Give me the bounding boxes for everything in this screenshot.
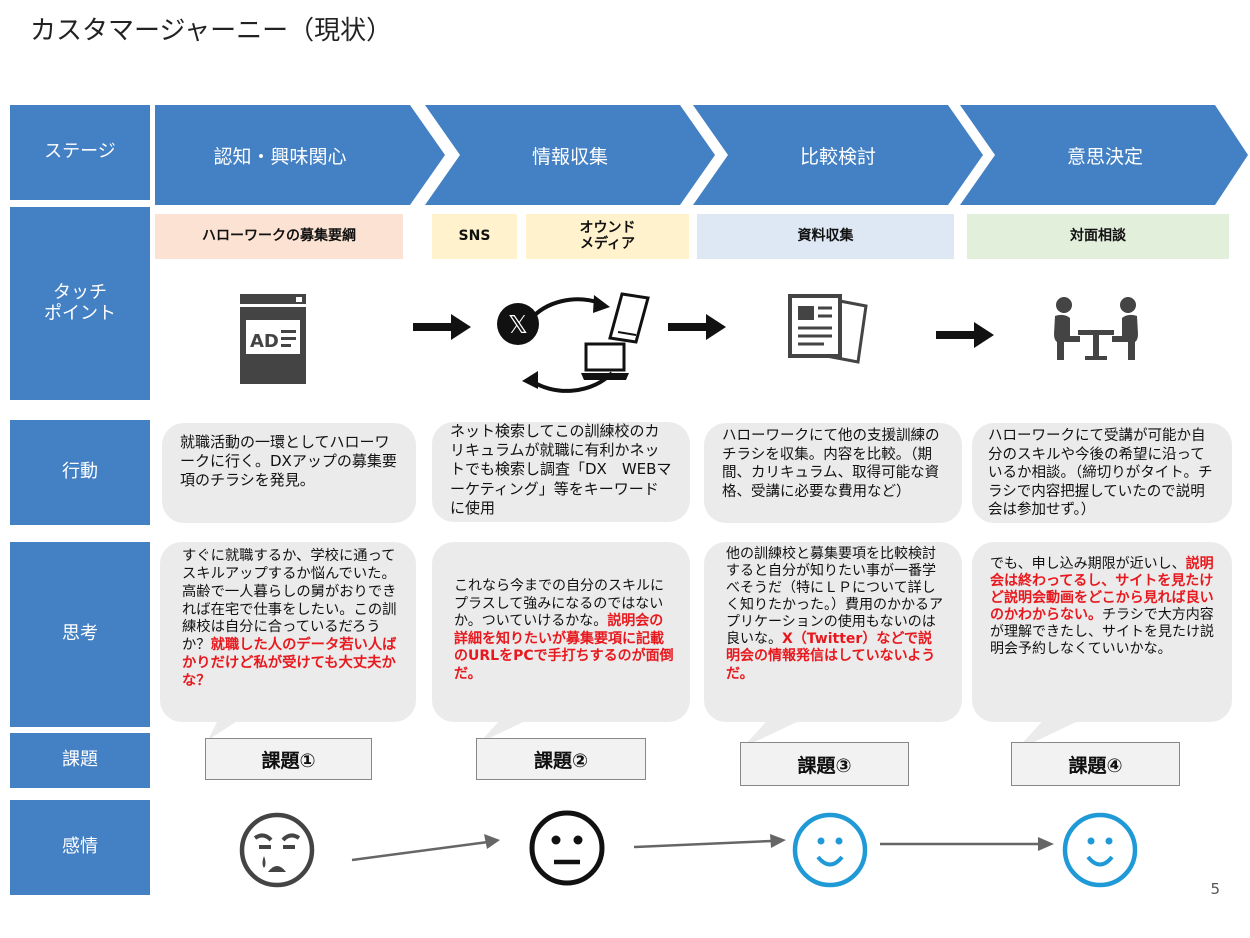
issue-box-2: 課題② [476, 738, 646, 780]
row-label-emotion: 感情 [10, 800, 150, 895]
thought-text: 他の訓練校と募集要項を比較検討すると自分が知りたい事が一番学べそうだ（特にＬＰに… [726, 546, 943, 648]
thought-highlight: 説明会は終わってるし、サイトを見たけど説明会動画をどこから見れば良いのかわからな… [990, 556, 1214, 624]
arrow-right-icon [413, 314, 471, 340]
emotion-arrow [880, 837, 1054, 851]
page-number: 5 [1210, 880, 1220, 898]
thought-text: でも、申し込み期限が近いし、 [990, 556, 1186, 572]
action-text: ハローワークにて受講が可能か自分のスキルや今後の希望に沿っているか相談。（締切り… [988, 428, 1213, 519]
stage-label: 比較検討 [799, 145, 876, 168]
bubble-tail [1015, 713, 1095, 751]
arrow-right-icon [668, 314, 726, 340]
stage-comparison: 比較検討 [693, 105, 983, 205]
meeting-icon [1054, 297, 1138, 360]
action-bubble-3: ハローワークにて他の支援訓練のチラシを収集。内容を比較。（期間、カリキュラム、取… [704, 423, 962, 523]
issue-box-4: 課題④ [1011, 742, 1180, 786]
action-text: ハローワークにて他の支援訓練のチラシを収集。内容を比較。（期間、カリキュラム、取… [722, 428, 940, 500]
emotion-arrow [633, 834, 786, 849]
touchpoint-consult: 対面相談 [967, 214, 1229, 259]
neutral-face-icon [529, 810, 605, 886]
stage-awareness: 認知・興味関心 [155, 105, 445, 205]
touchpoint-materials: 資料収集 [697, 214, 954, 259]
thought-text: すぐに就職するか、学校に通ってスキルアップするか悩んでいた。高齢で一人暮らしの舅… [182, 548, 397, 654]
issue-box-3: 課題③ [740, 742, 909, 786]
action-bubble-4: ハローワークにて受講が可能か自分のスキルや今後の希望に沿っているか相談。（締切り… [972, 423, 1232, 523]
action-text: 就職活動の一環としてハローワークに行く。DXアップの募集要項のチラシを発見。 [180, 433, 397, 490]
row-label-issue: 課題 [10, 733, 150, 788]
stage-label: 意思決定 [1066, 145, 1143, 168]
stage-label: 認知・興味関心 [213, 145, 347, 168]
smartphone-icon [608, 292, 650, 344]
laptop-icon [581, 342, 629, 380]
worried-face-icon [239, 812, 315, 888]
touchpoint-sns: SNS [432, 214, 517, 259]
documents-icon [788, 294, 868, 364]
thought-bubble-2: これなら今までの自分のスキルにプラスして強みになるのではないか。ついていけるかな… [432, 542, 690, 722]
action-bubble-1: 就職活動の一環としてハローワークに行く。DXアップの募集要項のチラシを発見。 [162, 423, 416, 523]
thought-text: これなら今までの自分のスキルにプラスして強みになるのではないか。ついていけるかな… [454, 578, 664, 629]
thought-highlight: 説明会の詳細を知りたいが募集要項に記載のURLをPCで手打ちするのが面倒だ。 [454, 613, 674, 682]
ad-document-icon: AD [240, 294, 306, 384]
arrow-right-icon [936, 322, 994, 348]
touchpoint-hellowork: ハローワークの募集要綱 [155, 214, 403, 259]
thought-highlight: 就職した人のデータ若い人ばかりだけど私が受けても大丈夫かな？ [182, 637, 397, 690]
stage-info-gathering: 情報収集 [425, 105, 715, 205]
touchpoint-owned-media: オウンド メディア [526, 214, 689, 259]
x-logo-icon: 𝕏 [497, 303, 539, 345]
x-logo-glyph: 𝕏 [508, 310, 528, 339]
smile-face-icon [792, 812, 868, 888]
emotion-arrow [351, 834, 500, 862]
row-label-stage: ステージ [10, 105, 150, 200]
page-title: カスタマージャーニー（現状） [30, 16, 393, 46]
row-label-action: 行動 [10, 420, 150, 525]
thought-bubble-3: 他の訓練校と募集要項を比較検討すると自分が知りたい事が一番学べそうだ（特にＬＰに… [704, 542, 962, 722]
row-label-touchpoint: タッチ ポイント [10, 207, 150, 400]
thought-bubble-4: でも、申し込み期限が近いし、説明会は終わってるし、サイトを見たけど説明会動画をど… [972, 542, 1232, 722]
ad-text: AD [250, 331, 279, 352]
thought-highlight: X（Twitter）などで説明会の情報発信はしていないようだ。 [726, 631, 936, 682]
action-bubble-2: ネット検索してこの訓練校のカリキュラムが就職に有利かネットでも検索し調査「DX … [432, 422, 690, 522]
smile-face-icon [1062, 812, 1138, 888]
thought-text-after: チラシで大方内容が理解できたし、サイトを見たけ説明会予約しなくていいかな。 [990, 607, 1214, 658]
row-label-thinking: 思考 [10, 542, 150, 727]
issue-box-1: 課題① [205, 738, 372, 780]
action-text: ネット検索してこの訓練校のカリキュラムが就職に有利かネットでも検索し調査「DX … [450, 422, 672, 517]
thought-bubble-1: すぐに就職するか、学校に通ってスキルアップするか悩んでいた。高齢で一人暮らしの舅… [160, 542, 416, 722]
stage-label: 情報収集 [531, 145, 608, 168]
stage-decision: 意思決定 [960, 105, 1250, 205]
